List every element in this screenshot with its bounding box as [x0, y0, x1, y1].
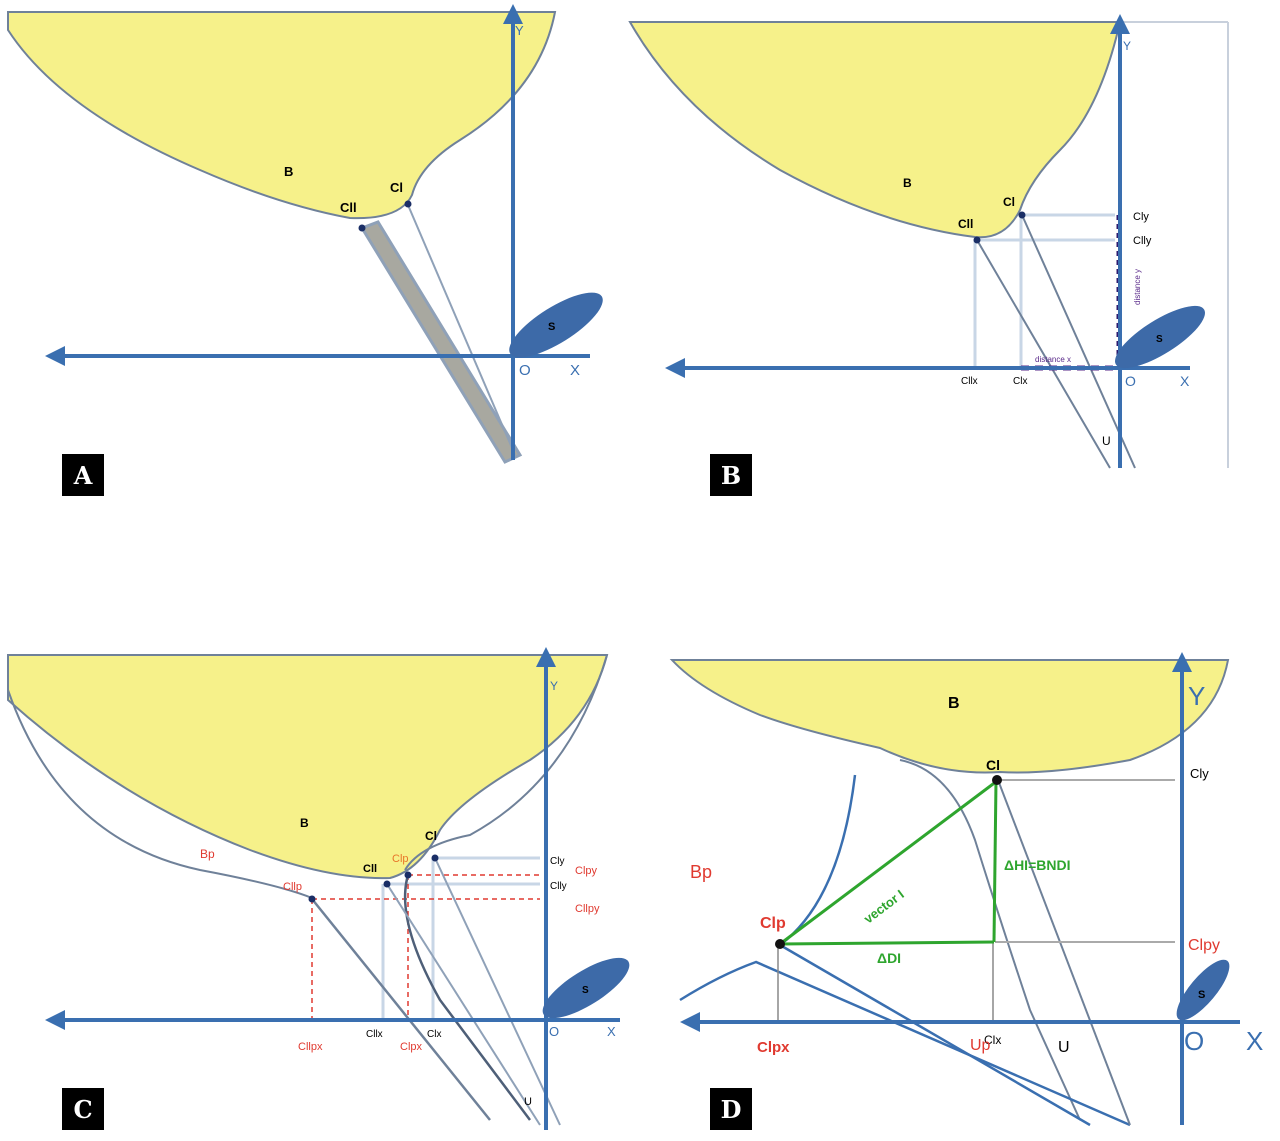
label-b: B: [284, 164, 293, 179]
delta-h: [992, 780, 998, 943]
label-delta-h: ΔHI=BNDI: [1004, 857, 1070, 873]
label-o: O: [1125, 373, 1136, 389]
label-x: X: [607, 1024, 616, 1039]
label-cllp: Cllp: [283, 881, 302, 893]
label-clx: Clx: [984, 1033, 1001, 1047]
label-clp: Clp: [760, 915, 786, 932]
vector-i: [779, 779, 998, 946]
label-cly: Cly: [550, 856, 564, 867]
label-o: O: [549, 1024, 559, 1039]
label-clp: Clp: [392, 853, 409, 865]
label-s: S: [582, 985, 589, 996]
label-clpx: Clpx: [757, 1039, 790, 1056]
label-s: S: [1156, 334, 1163, 345]
label-cl: Cl: [986, 757, 1000, 773]
panel-label-a: A: [62, 454, 104, 496]
label-clx: Clx: [1013, 376, 1027, 387]
label-cll: Cll: [958, 217, 973, 231]
label-clpx: Clpx: [400, 1041, 423, 1053]
panel-a: B Cl Cll S O X Y: [7, 4, 603, 464]
label-distance-x: distance x: [1035, 355, 1071, 364]
label-bp: Bp: [200, 847, 215, 861]
ellipse-s: [509, 292, 603, 358]
label-o: O: [519, 362, 531, 379]
label-b: B: [300, 816, 309, 830]
ellipse-s: [542, 957, 630, 1019]
label-bp: Bp: [690, 862, 712, 882]
body-b: [7, 11, 557, 220]
label-b: B: [903, 176, 912, 190]
label-distance-y: distance y: [1133, 269, 1142, 305]
label-b: B: [948, 695, 960, 712]
label-cllpx: Cllpx: [298, 1041, 323, 1053]
body-b: [669, 659, 1230, 774]
panel-label-b: B: [710, 454, 752, 496]
panel-d: B Bp Cl Cly Clp Clpy Clpx Clx Up U vecto…: [669, 652, 1263, 1127]
label-vector-i: vector I: [861, 887, 907, 927]
panel-label-d: D: [710, 1088, 752, 1130]
delta-d: [779, 940, 995, 946]
label-cllx: Cllx: [961, 376, 978, 387]
label-x: X: [570, 362, 580, 379]
body-b: [7, 654, 609, 880]
label-u: U: [524, 1096, 532, 1108]
label-u: U: [1058, 1039, 1070, 1056]
label-up: Up: [970, 1037, 991, 1054]
label-s: S: [548, 321, 555, 333]
ellipse-s: [1114, 305, 1206, 369]
label-clx: Clx: [427, 1029, 441, 1040]
label-y: Y: [1123, 39, 1131, 53]
label-s: S: [1198, 989, 1205, 1001]
panel-c: B Bp Cl Cll Clp Cllp Cly Clpy Clly Cllpy…: [7, 647, 630, 1130]
label-y: Y: [550, 679, 558, 693]
label-cly: Cly: [1133, 211, 1149, 223]
label-cl: Cl: [1003, 195, 1015, 209]
label-clpy: Clpy: [575, 865, 598, 877]
label-o: O: [1184, 1026, 1204, 1056]
label-cllpy: Cllpy: [575, 903, 600, 915]
ellipse-s: [1176, 959, 1230, 1021]
label-delta-d: ΔDI: [877, 950, 901, 966]
label-y: Y: [515, 23, 524, 38]
label-cllx: Cllx: [366, 1029, 383, 1040]
instrument-shaft: [359, 220, 523, 464]
label-clly: Clly: [550, 881, 567, 892]
label-cll: Cll: [340, 200, 357, 215]
label-cl: Cl: [425, 829, 437, 843]
label-x: X: [1246, 1026, 1263, 1056]
label-cll: Cll: [363, 863, 377, 875]
label-u: U: [1102, 434, 1111, 448]
panel-label-c: C: [62, 1088, 104, 1130]
label-cl: Cl: [390, 180, 403, 195]
label-cly: Cly: [1190, 766, 1209, 781]
label-y: Y: [1188, 681, 1205, 711]
panel-b: B Cl Cll Cly Clly Cllx Clx distance y di…: [628, 14, 1229, 469]
label-clly: Clly: [1133, 235, 1152, 247]
body-bp-outline: [7, 689, 313, 899]
label-clpy: Clpy: [1188, 937, 1220, 954]
label-x: X: [1180, 373, 1190, 389]
body-b: [628, 21, 1122, 239]
